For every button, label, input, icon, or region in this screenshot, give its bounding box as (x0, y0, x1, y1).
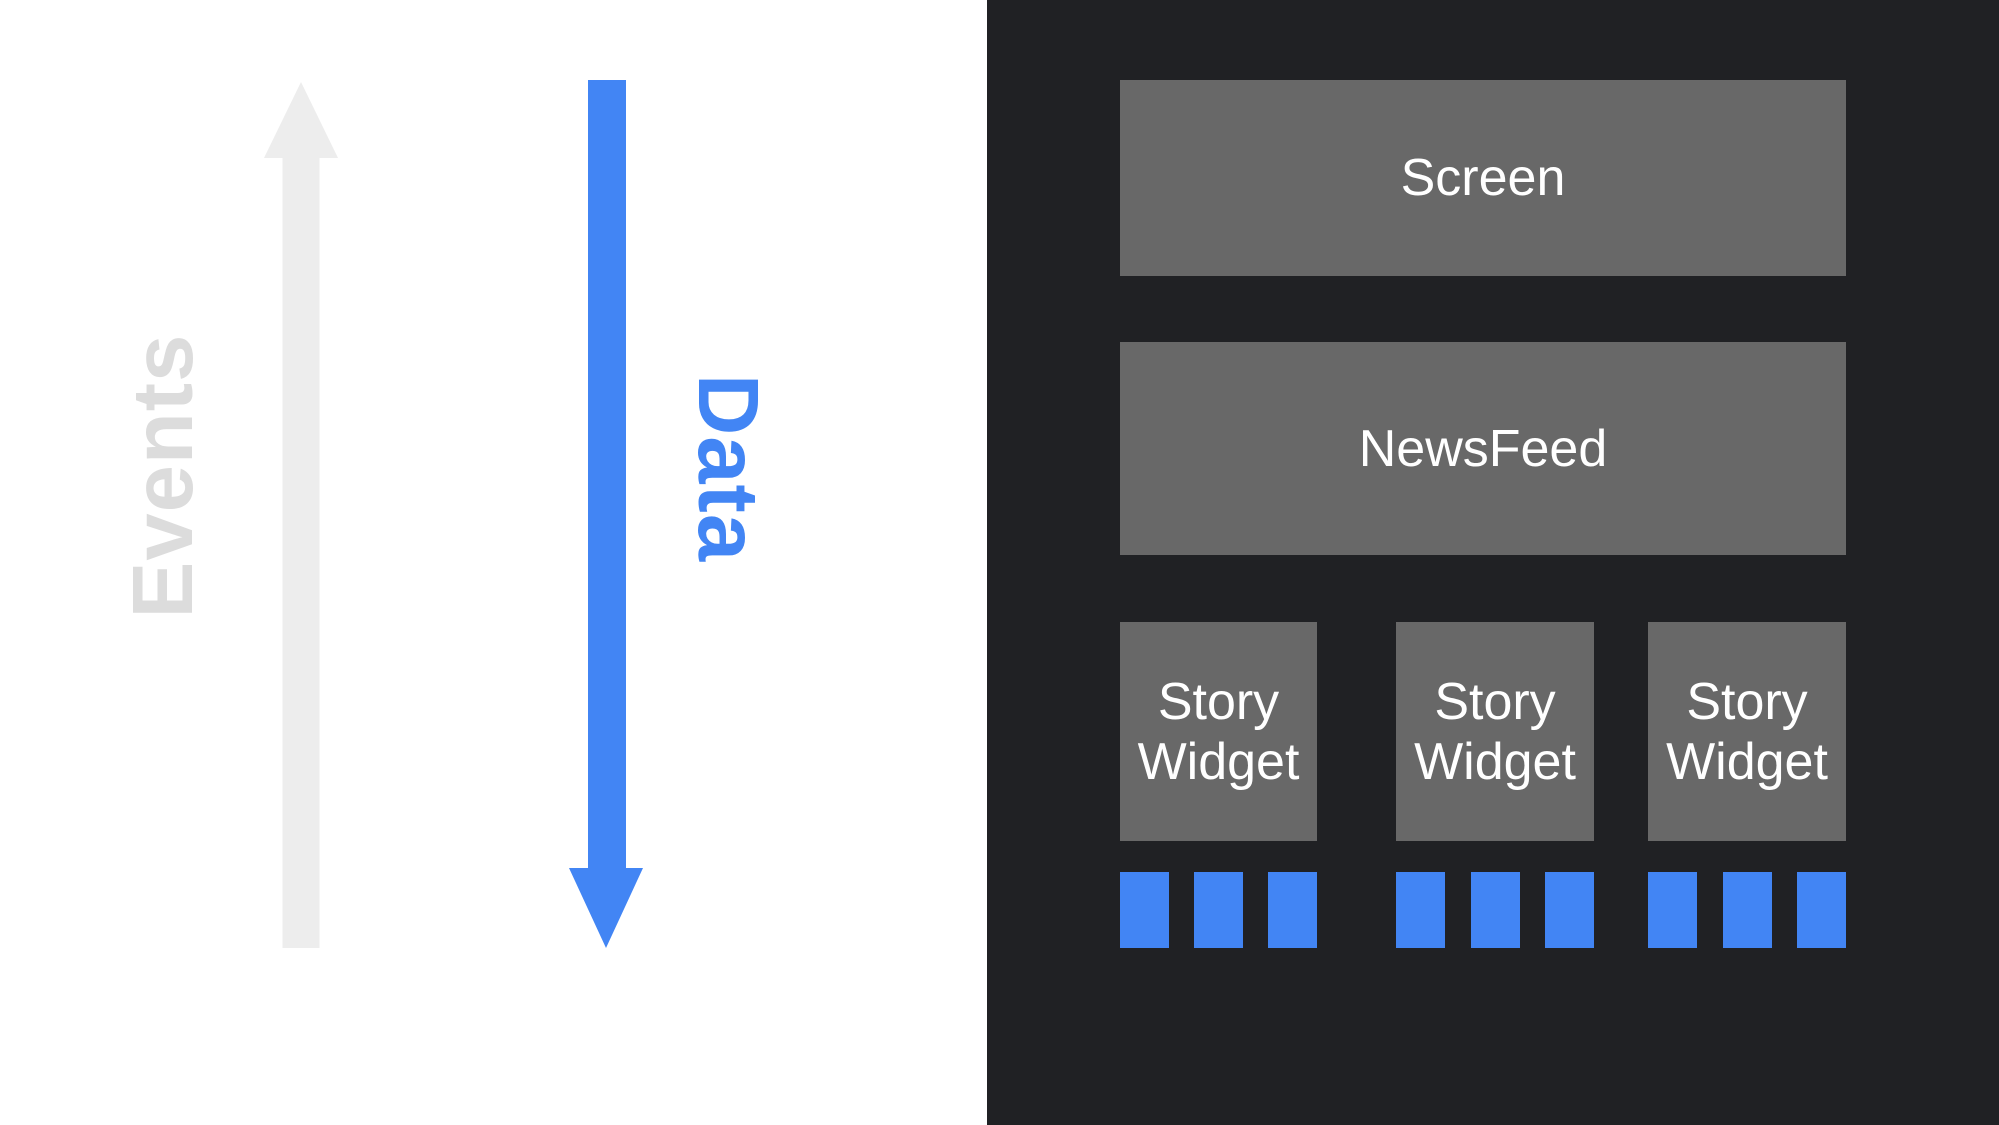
story-widget-column: Story Widget (1648, 622, 1846, 948)
left-panel: Events Data (0, 0, 987, 1125)
story-item-square (1470, 872, 1520, 948)
newsfeed-box-label: NewsFeed (1358, 419, 1608, 478)
story-item-square (1194, 872, 1243, 948)
story-widget-column: Story Widget (1396, 622, 1594, 948)
story-widget-box: Story Widget (1396, 622, 1594, 841)
story-item-square (1396, 872, 1445, 948)
events-arrow-up-icon (264, 82, 338, 948)
story-widget-column: Story Widget (1120, 622, 1317, 948)
data-label: Data (680, 373, 775, 563)
story-widget-label: Story Widget (1666, 672, 1828, 791)
screen-box-label: Screen (1400, 149, 1566, 207)
events-label: Events (116, 333, 211, 619)
story-item-row (1648, 872, 1846, 948)
story-item-square (1120, 872, 1169, 948)
story-item-row (1120, 872, 1317, 948)
widget-tree-panel: Screen NewsFeed Story Widget Story Widge… (987, 0, 1999, 1125)
story-widget-box: Story Widget (1648, 622, 1846, 841)
data-arrow-down-icon (569, 80, 643, 948)
screen-box: Screen (1120, 80, 1846, 276)
story-item-square (1268, 872, 1317, 948)
story-item-square (1722, 872, 1772, 948)
story-item-row (1396, 872, 1594, 948)
story-widget-label: Story Widget (1414, 672, 1576, 791)
story-item-square (1545, 872, 1594, 948)
story-widget-label: Story Widget (1137, 672, 1300, 791)
down-arrow-shape (569, 80, 643, 948)
story-item-square (1797, 872, 1846, 948)
up-arrow-shape (264, 82, 338, 948)
newsfeed-box: NewsFeed (1120, 342, 1846, 555)
story-item-square (1648, 872, 1697, 948)
story-widget-box: Story Widget (1120, 622, 1317, 841)
